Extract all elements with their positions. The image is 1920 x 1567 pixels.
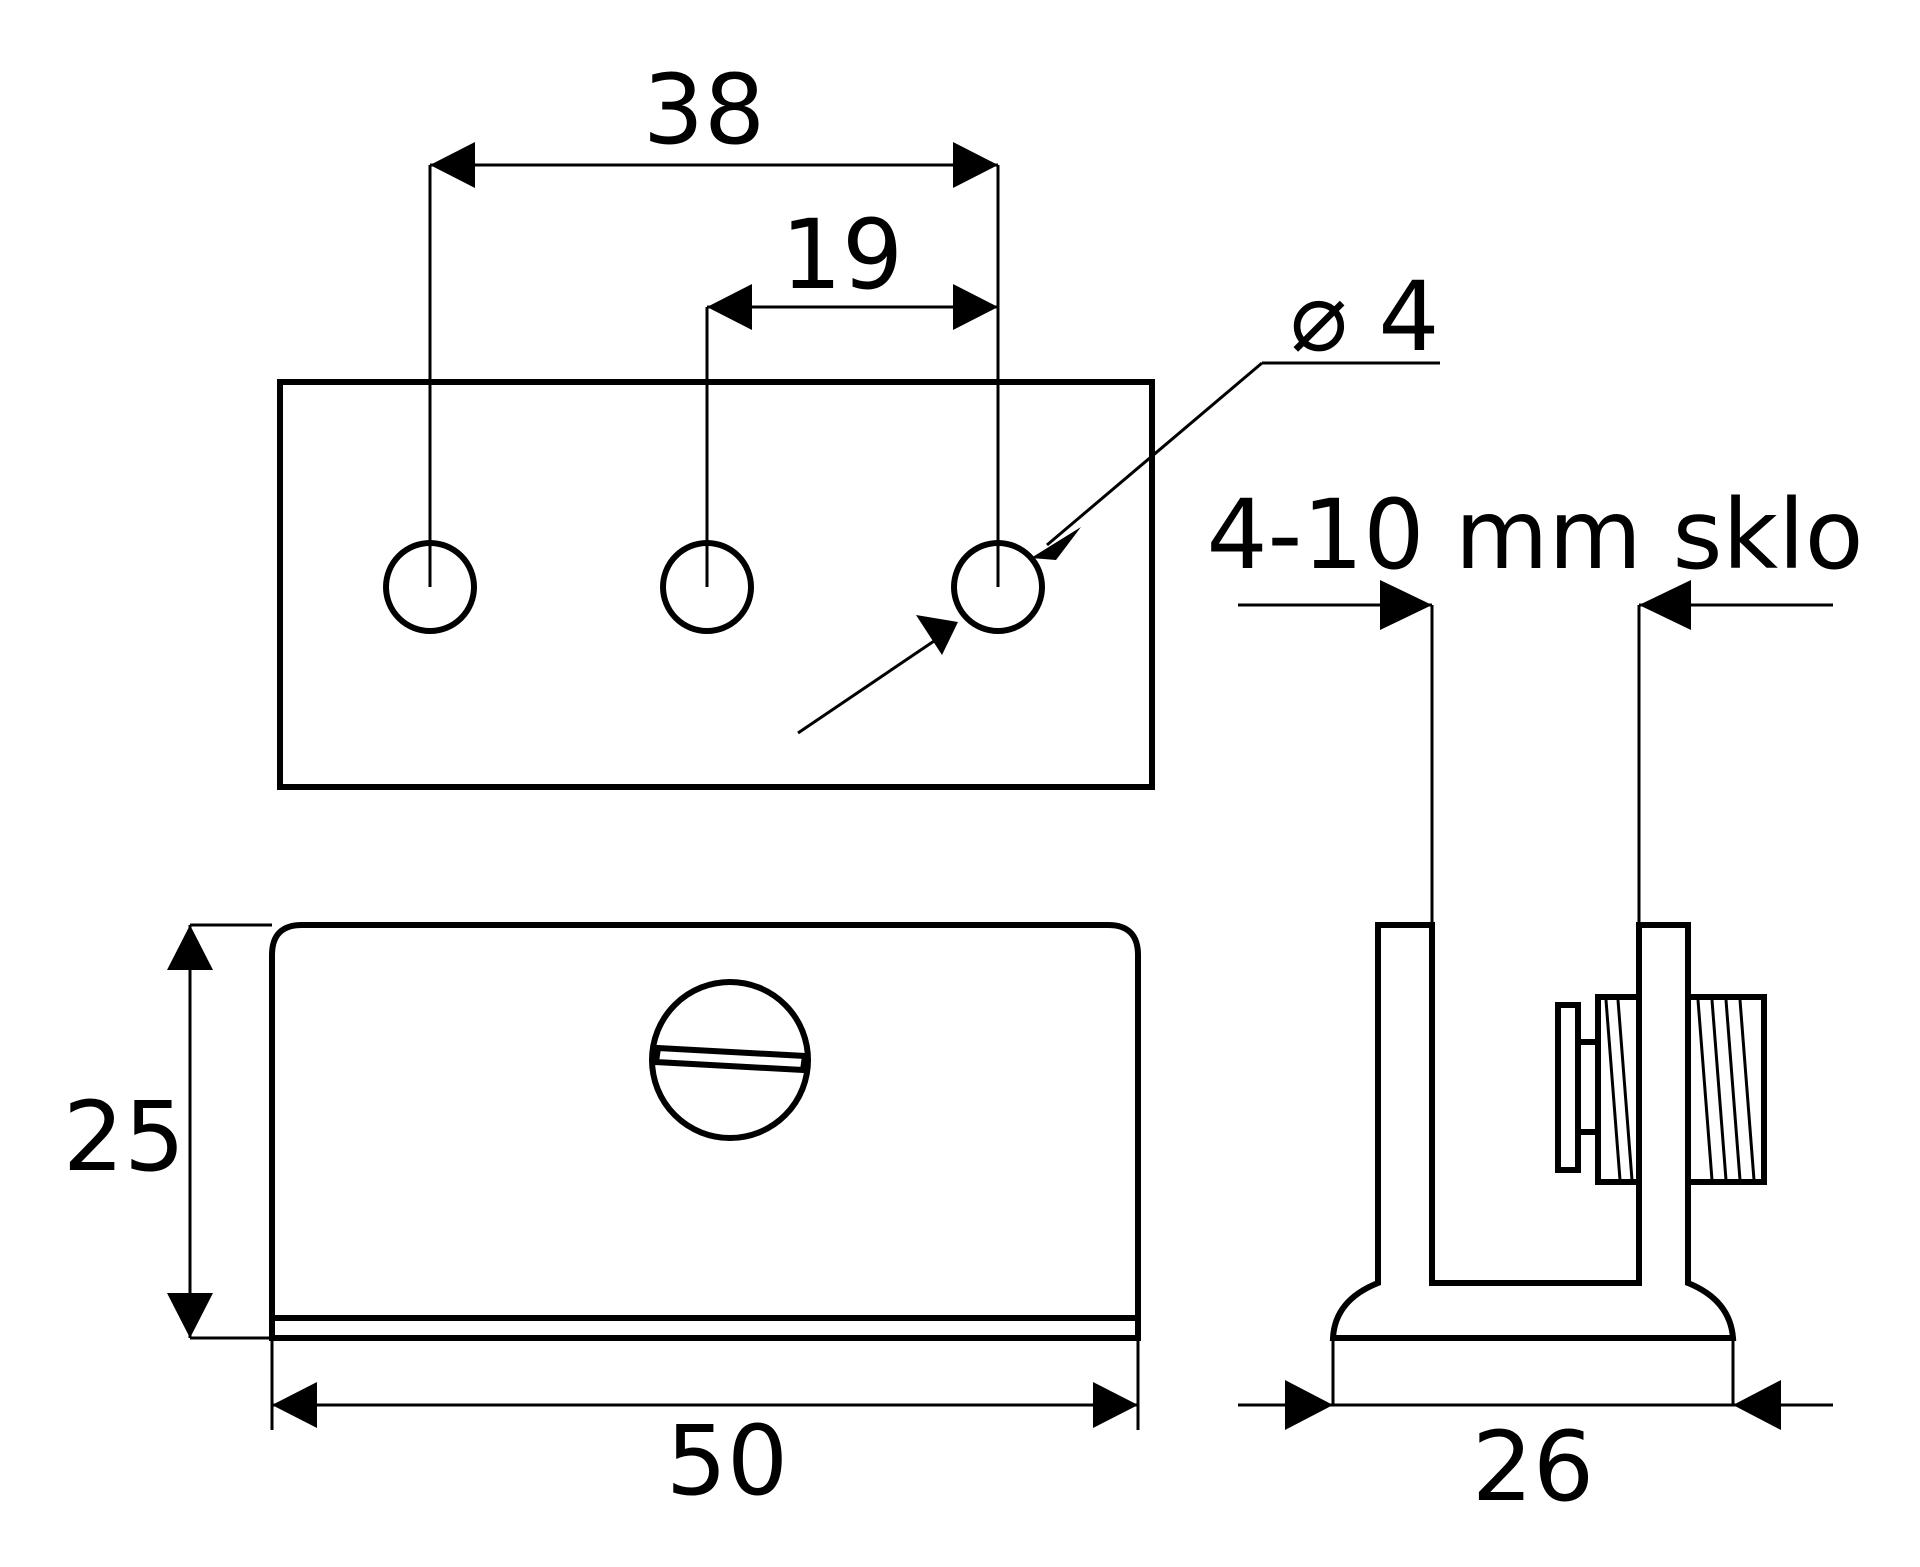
top-view-plate	[277, 379, 1155, 790]
arrowhead-glass-left	[1380, 580, 1432, 630]
dimension-diameter: ⌀ 4	[797, 261, 1440, 735]
top-view: 38 19 ⌀ 4	[277, 54, 1440, 790]
arrowhead-38-left	[430, 142, 475, 188]
slotted-screw-head	[649, 979, 811, 1141]
front-view: 25 50	[63, 922, 1141, 1517]
arrowhead-19-left	[707, 284, 752, 330]
arrowhead-26-right	[1733, 1380, 1781, 1430]
arrowhead-diameter-upper	[1031, 527, 1081, 560]
arrowhead-50-left	[272, 1382, 317, 1428]
screw-slot	[652, 1044, 809, 1074]
dimension-26: 26	[1238, 1338, 1833, 1523]
clamp-screw	[1555, 994, 1767, 1185]
dimension-25-label: 25	[63, 1081, 185, 1193]
front-view-body	[269, 922, 1141, 1341]
arrowhead-50-right	[1093, 1382, 1138, 1428]
dimension-50: 50	[270, 1338, 1140, 1517]
arrowhead-38-right	[953, 142, 998, 188]
diameter-label: ⌀ 4	[1290, 261, 1439, 373]
arrowhead-25-top	[167, 925, 213, 970]
dimension-19-label: 19	[781, 199, 903, 311]
dimension-38-label: 38	[643, 54, 765, 166]
side-view-bracket	[1329, 922, 1737, 1341]
arrowhead-25-bottom	[167, 1293, 213, 1338]
side-view: 4-10 mm sklo 26	[1207, 479, 1864, 1523]
dimension-19: 19	[707, 199, 998, 330]
arrowhead-26-left	[1285, 1380, 1333, 1430]
arrowhead-glass-right	[1639, 580, 1691, 630]
dimension-50-label: 50	[666, 1405, 788, 1517]
arrowhead-diameter-lower	[916, 615, 958, 655]
dimension-glass: 4-10 mm sklo	[1207, 479, 1864, 630]
glass-thickness-label: 4-10 mm sklo	[1207, 479, 1864, 591]
arrowhead-19-right	[953, 284, 998, 330]
dimension-26-label: 26	[1472, 1411, 1594, 1523]
dimension-25: 25	[63, 923, 272, 1340]
dimension-38: 38	[430, 54, 998, 188]
